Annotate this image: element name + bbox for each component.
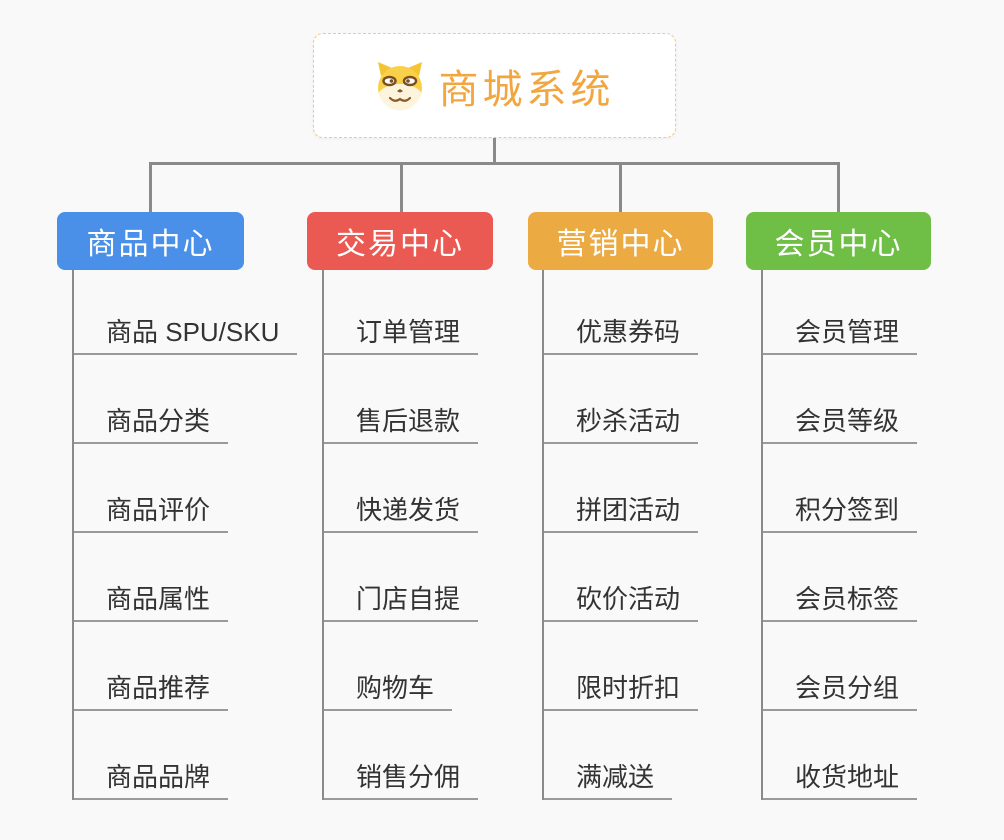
connector-drop-member [837,162,840,212]
branch-header-marketing-center[interactable]: 营销中心 [528,212,713,270]
branch-column-product: 商品 SPU/SKU 商品分类 商品评价 商品属性 商品推荐 商品品牌 [72,270,298,800]
connector-drop-marketing [619,162,622,212]
connector-root-drop [493,138,496,164]
leaf-node[interactable]: 售后退款 [324,404,479,444]
leaf-node[interactable]: 秒杀活动 [544,404,699,444]
connector-drop-trade [400,162,403,212]
branch-header-product-center[interactable]: 商品中心 [57,212,244,270]
leaf-node[interactable]: 销售分佣 [324,760,479,800]
leaf-node[interactable]: 砍价活动 [544,582,699,622]
leaf-node[interactable]: 订单管理 [324,315,479,355]
leaf-node[interactable]: 会员分组 [763,671,918,711]
leaf-node[interactable]: 限时折扣 [544,671,699,711]
branch-header-trade-center[interactable]: 交易中心 [307,212,493,270]
leaf-node[interactable]: 购物车 [324,671,453,711]
branch-column-marketing: 优惠券码 秒杀活动 拼团活动 砍价活动 限时折扣 满减送 [542,270,699,800]
connector-bus [149,162,840,165]
connector-drop-product [149,162,152,212]
leaf-node[interactable]: 优惠券码 [544,315,699,355]
leaf-node[interactable]: 积分签到 [763,493,918,533]
leaf-node[interactable]: 满减送 [544,760,673,800]
leaf-node[interactable]: 商品属性 [74,582,229,622]
leaf-node[interactable]: 快递发货 [324,493,479,533]
leaf-node[interactable]: 商品评价 [74,493,229,533]
leaf-node[interactable]: 商品 SPU/SKU [74,315,298,355]
leaf-node[interactable]: 收货地址 [763,760,918,800]
branch-header-member-center[interactable]: 会员中心 [746,212,931,270]
leaf-node[interactable]: 会员管理 [763,315,918,355]
leaf-node[interactable]: 门店自提 [324,582,479,622]
root-node[interactable]: 商城系统 [313,33,676,138]
root-title: 商城系统 [438,67,615,112]
leaf-node[interactable]: 商品推荐 [74,671,229,711]
branch-column-trade: 订单管理 售后退款 快递发货 门店自提 购物车 销售分佣 [322,270,479,800]
leaf-node[interactable]: 商品品牌 [74,760,229,800]
leaf-node[interactable]: 会员标签 [763,582,918,622]
dog-icon [377,61,422,110]
leaf-node[interactable]: 会员等级 [763,404,918,444]
leaf-node[interactable]: 商品分类 [74,404,229,444]
branch-column-member: 会员管理 会员等级 积分签到 会员标签 会员分组 收货地址 [761,270,918,800]
leaf-node[interactable]: 拼团活动 [544,493,699,533]
